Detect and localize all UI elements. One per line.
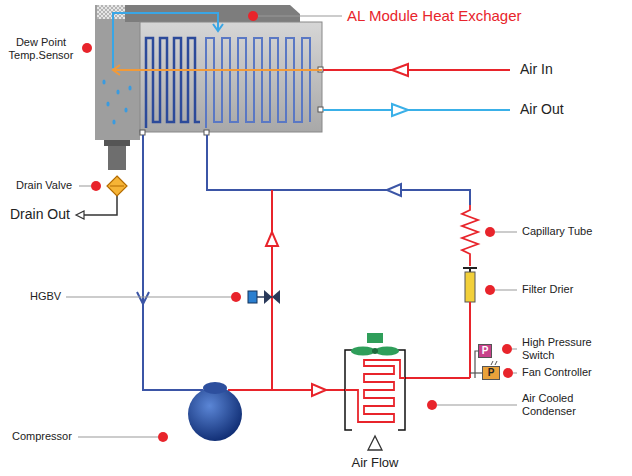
flow-label: Drain Out [10, 206, 70, 223]
droplet [106, 101, 109, 106]
liquid-return-line [207, 135, 470, 205]
evaporator-coil [146, 38, 200, 128]
fan-hub [372, 348, 378, 354]
compressor-symbol [188, 387, 242, 441]
fan-motor [367, 333, 383, 343]
fan-controller-box: P [482, 366, 500, 380]
hot-gas-bypass-line [271, 190, 273, 390]
filter-neck [469, 268, 471, 272]
callout-label: Filter Drier [522, 283, 573, 296]
pipe-port [140, 130, 145, 135]
pipe-port [204, 130, 209, 135]
air-out-arrow [392, 104, 408, 116]
filter-drier-symbol [465, 272, 475, 302]
liquid-return-arrow [387, 184, 401, 196]
callout-dot [231, 292, 241, 302]
discharge-arrow [312, 384, 326, 396]
air-flow-arrow [368, 436, 382, 450]
valve-symbol [272, 290, 280, 304]
air-out-line [323, 109, 510, 111]
valve-stem [257, 296, 272, 298]
pressure-switch-box: P [478, 344, 492, 358]
bypass-arrow [266, 232, 278, 246]
drain-valve-symbol [107, 176, 127, 196]
callout-dot [427, 400, 437, 410]
controller-tick [491, 361, 493, 365]
leader-line [495, 232, 517, 233]
droplet [128, 85, 131, 90]
fan-blade [351, 347, 375, 356]
callout-label: Fan Controller [522, 366, 592, 379]
fan-blade [375, 347, 399, 356]
callout-dot [248, 11, 258, 21]
condenser-outlet [405, 377, 470, 379]
air-path-arrow [113, 65, 120, 75]
droplet [102, 79, 105, 84]
air-return-arrow [213, 24, 223, 31]
air-path [114, 69, 322, 71]
air-in-line [323, 69, 510, 71]
droplet [116, 89, 119, 94]
exchanger-body [140, 22, 322, 132]
callout-label: High Pressure Switch [522, 336, 610, 362]
callout-label: Air Cooled Condenser [522, 392, 602, 418]
component-title: AL Module Heat Exchager [347, 7, 522, 25]
separator-column [95, 5, 140, 140]
callout-dot [158, 432, 168, 442]
condenser-frame [398, 350, 405, 430]
drain-valve-mark [110, 186, 124, 187]
controller-wire [470, 372, 482, 373]
leader-line [437, 405, 517, 406]
callout-dot [485, 227, 495, 237]
leader-line [513, 373, 517, 374]
air-out-port [318, 107, 323, 112]
drain-line [80, 196, 117, 215]
leader-line [79, 186, 91, 187]
callout-label: Capillary Tube [522, 225, 592, 238]
flow-label: Air Flow [352, 455, 399, 471]
switch-letter: P [488, 368, 495, 378]
droplet [112, 119, 115, 124]
condenser-coil [345, 360, 405, 422]
callout-dot [485, 285, 495, 295]
air-coil [206, 38, 310, 128]
callout-label: Dew Point Temp.Sensor [4, 36, 78, 62]
suction-line [143, 135, 203, 390]
callout-dot [91, 181, 101, 191]
callout-dot [503, 368, 513, 378]
callout-dot [502, 344, 512, 354]
switch-letter: P [482, 346, 489, 356]
flow-label: Air In [520, 61, 553, 78]
air-return-path [113, 13, 218, 68]
droplet [124, 107, 127, 112]
callout-label: Drain Valve [16, 179, 72, 192]
capillary-tube-symbol [462, 205, 478, 266]
leader-line [495, 290, 517, 291]
flow-label: Air Out [520, 101, 564, 118]
callout-label: Compressor [12, 430, 72, 443]
compressor-cap [203, 382, 227, 394]
leader-line [512, 349, 517, 350]
callout-dot [82, 43, 92, 53]
suction-arrow [137, 292, 149, 304]
valve-actuator [248, 291, 257, 303]
leader-line [258, 16, 342, 17]
controller-tick [495, 361, 497, 365]
callout-label: HGBV [30, 290, 61, 303]
leader-line [66, 297, 231, 298]
liquid-line [469, 302, 471, 378]
air-in-arrow [392, 64, 408, 76]
drain-arrow [76, 211, 84, 219]
leader-line [78, 437, 158, 438]
drain-flange [104, 140, 130, 146]
